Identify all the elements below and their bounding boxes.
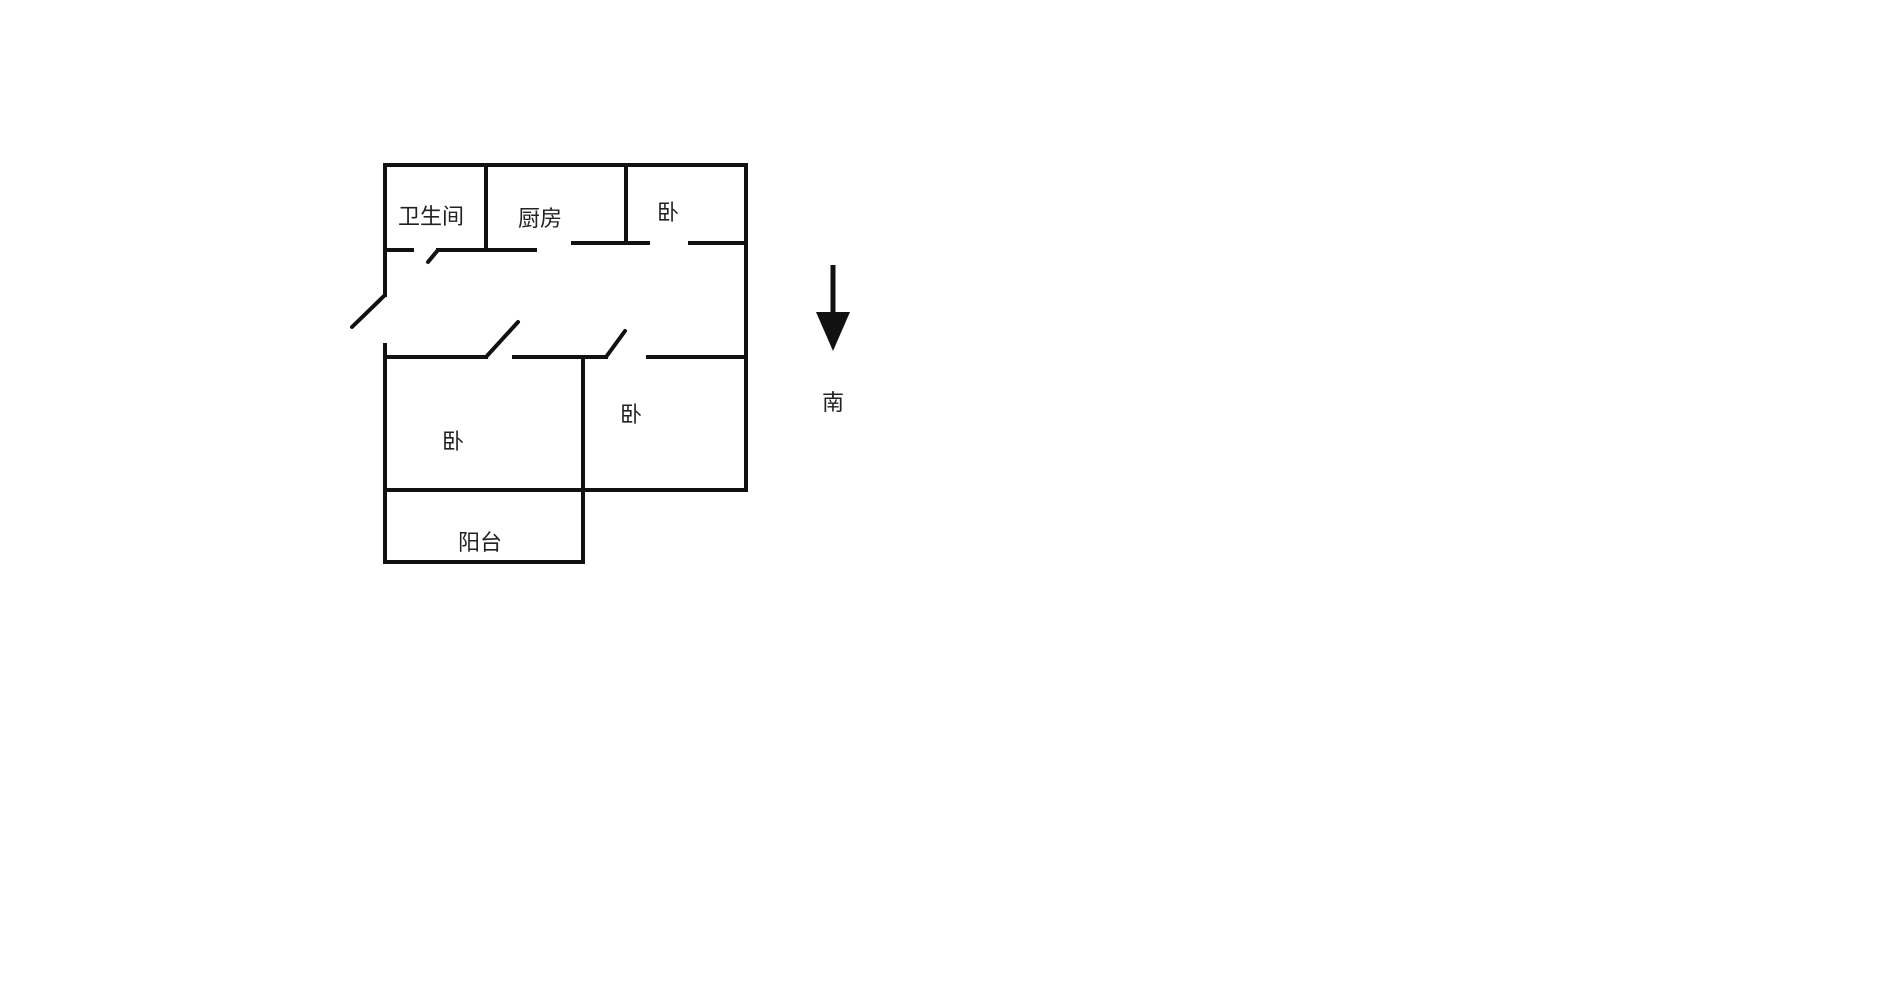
doors — [350, 248, 627, 359]
room-label-balcony: 阳台 — [458, 531, 502, 556]
room-label-kitchen: 厨房 — [518, 207, 562, 232]
room-labels: 卫生间 厨房 卧 卧 卧 阳台 — [398, 201, 679, 556]
compass: 南 — [816, 265, 850, 416]
interior-walls — [383, 163, 748, 492]
room-label-bathroom: 卫生间 — [398, 205, 464, 230]
door-entrance — [350, 293, 387, 329]
door-southwest-bedroom — [484, 320, 520, 359]
room-label-bedroom-southeast: 卧 — [620, 403, 642, 428]
door-bathroom — [426, 248, 440, 264]
room-label-bedroom-southwest: 卧 — [442, 430, 464, 455]
compass-label: 南 — [822, 391, 844, 416]
room-label-bedroom-north: 卧 — [657, 201, 679, 226]
arrow-down-icon — [816, 265, 850, 351]
door-southeast-bedroom — [604, 329, 627, 359]
